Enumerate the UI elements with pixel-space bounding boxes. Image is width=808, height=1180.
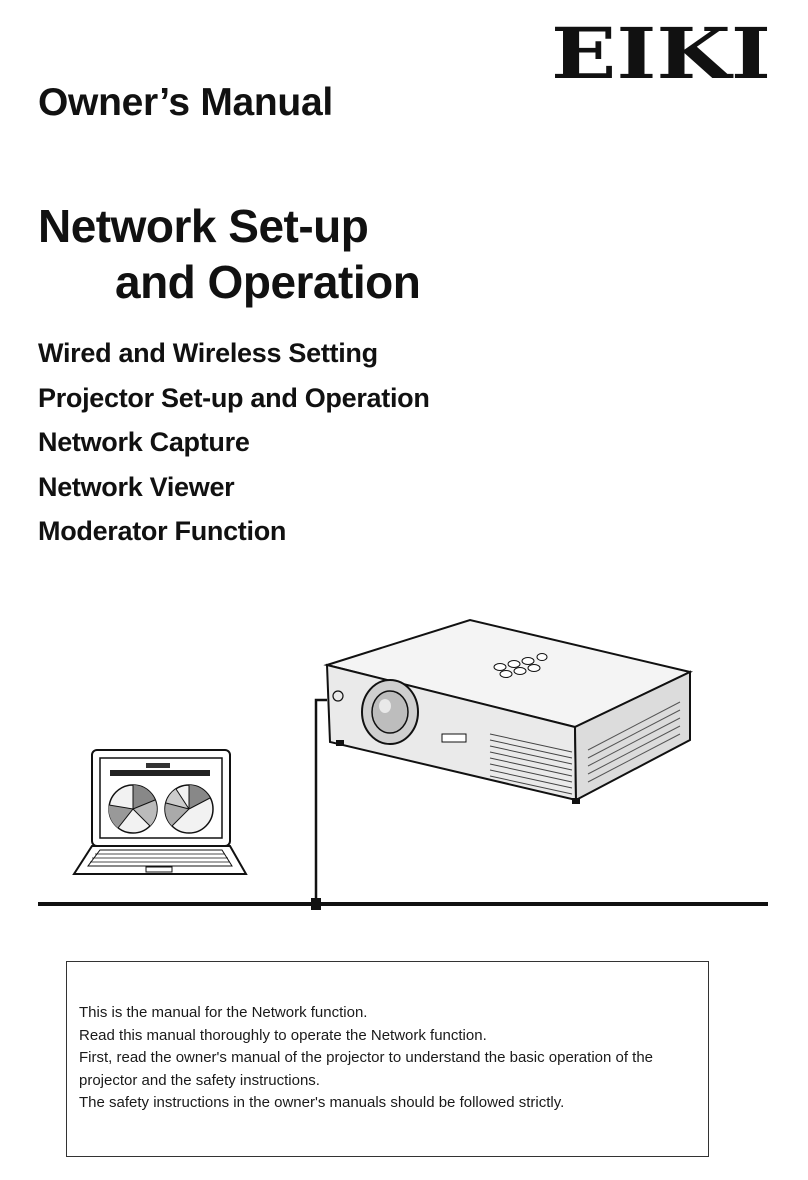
notice-line: First, read the owner's manual of the pr…	[79, 1049, 654, 1089]
topic-item: Network Viewer	[38, 471, 235, 502]
pie-chart-icon	[164, 784, 214, 834]
manual-title: Owner’s Manual	[38, 81, 333, 124]
topic-list: Wired and Wireless Setting Projector Set…	[38, 331, 430, 554]
laptop-icon	[72, 749, 248, 875]
pie-chart-icon	[108, 784, 158, 834]
topic-item: Wired and Wireless Setting	[38, 338, 378, 368]
title-line-2: and Operation	[115, 256, 421, 308]
topic-item: Projector Set-up and Operation	[38, 382, 430, 413]
notice-line: The safety instructions in the owner's m…	[79, 1094, 565, 1112]
notice-box: This is the manual for the Network funct…	[66, 961, 709, 1157]
cable-connector	[311, 898, 321, 910]
notice-line: This is the manual for the Network funct…	[79, 1004, 368, 1021]
document-title: Network Set-up and Operation	[38, 198, 421, 310]
network-cable	[314, 698, 327, 904]
logo-text: EIKI	[551, 16, 771, 88]
network-illustration	[38, 618, 768, 910]
notice-line: Read this manual thoroughly to operate t…	[79, 1026, 487, 1044]
projector-icon	[323, 618, 693, 804]
title-line-1: Network Set-up	[38, 200, 369, 252]
notice-text: This is the manual for the Network funct…	[79, 1002, 698, 1115]
topic-item: Moderator Function	[38, 516, 287, 546]
eiki-logo: EIKI	[551, 16, 771, 88]
topic-item: Network Capture	[38, 427, 250, 457]
